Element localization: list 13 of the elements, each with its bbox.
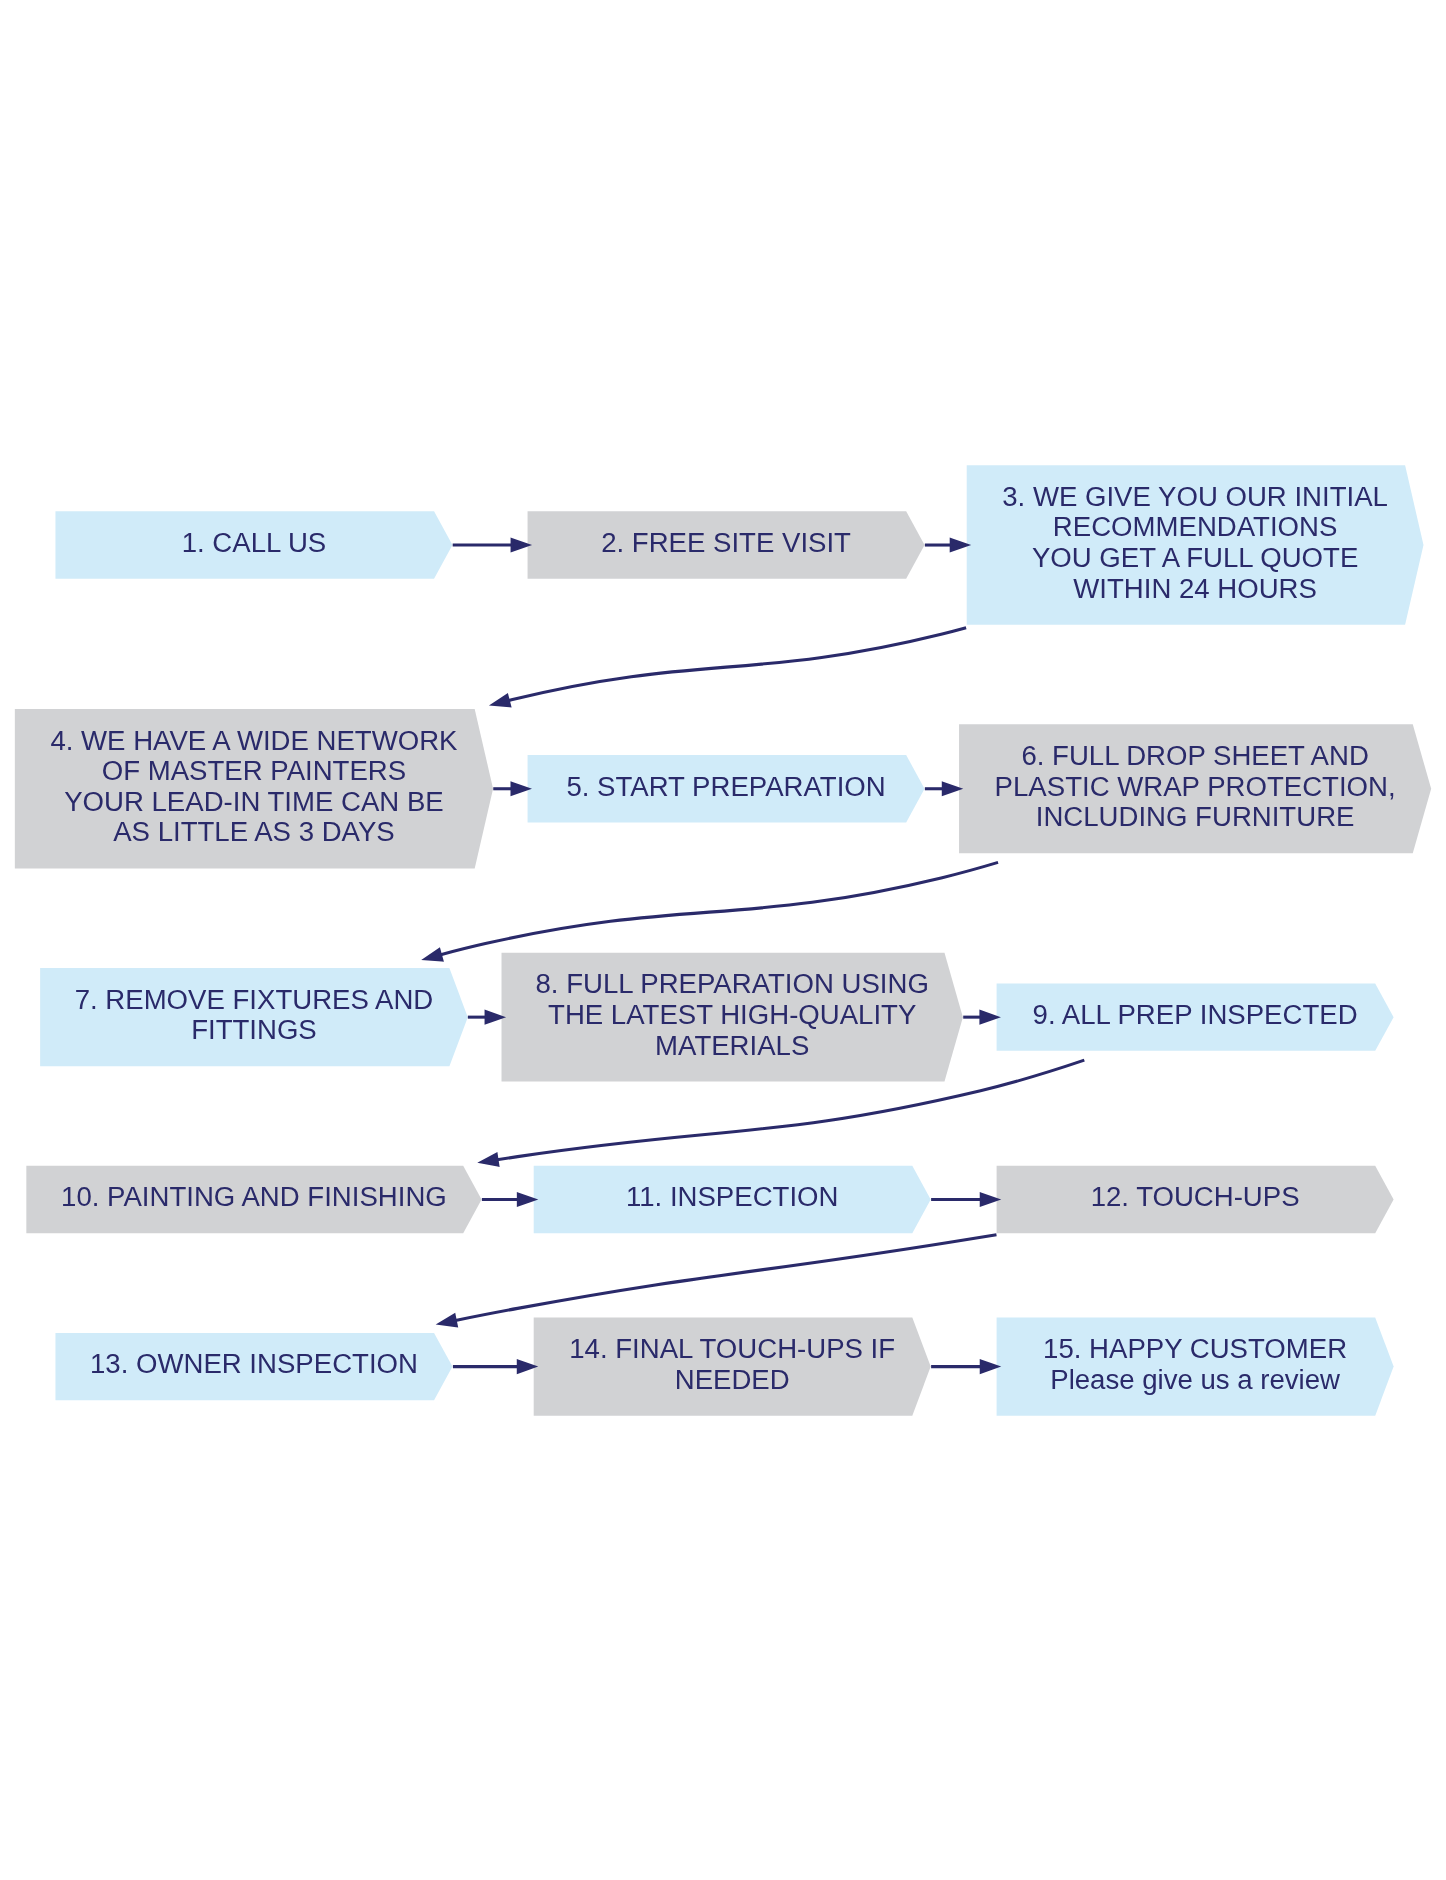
arrow (452, 1358, 539, 1374)
arrow (488, 625, 967, 708)
arrow (924, 780, 964, 796)
arrow (493, 780, 532, 796)
arrow (477, 1058, 1085, 1167)
arrow (931, 1191, 1002, 1207)
arrow (421, 860, 999, 962)
arrow (924, 537, 972, 553)
arrow (481, 1191, 539, 1207)
arrow (452, 537, 533, 553)
arrow (931, 1358, 1002, 1374)
arrow (435, 1232, 997, 1328)
arrow (467, 1009, 507, 1025)
